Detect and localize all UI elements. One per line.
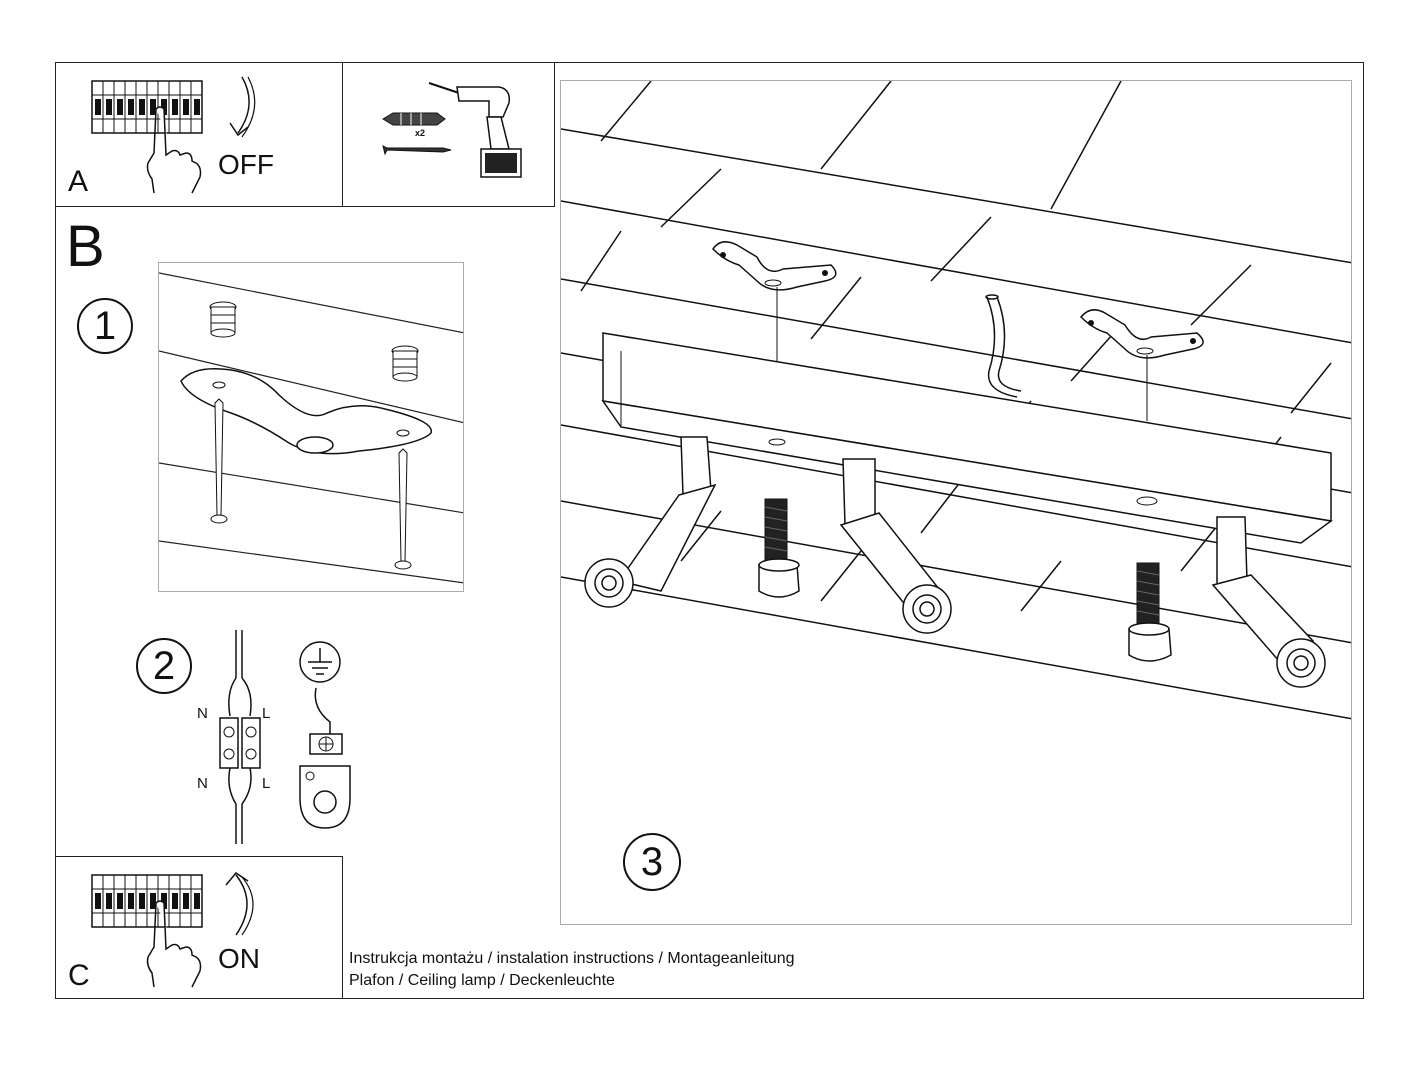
mounting-bracket-icon (180, 368, 432, 455)
cable-icon (985, 294, 1022, 398)
panel-c-letter: C (68, 959, 90, 992)
circuit-breaker-icon (91, 80, 203, 134)
wall-plug-icon (209, 301, 419, 382)
ceiling-lamp-icon (584, 332, 1333, 688)
step-1-number: 1 (77, 298, 133, 354)
panel-a: A OFF (55, 62, 343, 207)
wire-n-top: N (197, 705, 208, 722)
step-2-number: 2 (136, 638, 192, 694)
screw-icon (210, 398, 412, 570)
anchor-count: x2 (415, 128, 426, 138)
on-label: ON (218, 943, 260, 974)
curved-arrow-up-icon (225, 872, 254, 936)
step-3-illustration: 3 (560, 80, 1352, 925)
terminal-block-icon (219, 630, 261, 844)
wire-n-bottom: N (197, 775, 208, 792)
hand-icon (146, 106, 202, 194)
wire-l-top: L (262, 705, 271, 722)
bolt-icon (758, 498, 1172, 662)
earth-ground-icon (299, 641, 341, 683)
circuit-breaker-icon (91, 874, 203, 928)
hand-icon (146, 900, 202, 988)
wall-plug-icon (382, 112, 446, 126)
mounting-bracket-icon (712, 241, 1204, 421)
wire-l-bottom: L (262, 775, 271, 792)
curved-arrow-down-icon (229, 76, 256, 138)
caption-line-1: Instrukcja montażu / instalation instruc… (349, 950, 795, 967)
drill-icon (428, 82, 522, 178)
step-1-illustration (158, 262, 464, 592)
step-3-number: 3 (623, 833, 681, 891)
ground-terminal-icon (299, 687, 351, 829)
panel-b-letter: B (66, 214, 105, 279)
caption-line-2: Plafon / Ceiling lamp / Deckenleuchte (349, 972, 615, 989)
panel-a-letter: A (68, 165, 89, 198)
instruction-sheet-frame (55, 62, 1364, 999)
screw-icon (382, 145, 452, 156)
tools-panel: x2 (342, 62, 555, 207)
panel-c: C ON (55, 856, 343, 999)
off-label: OFF (218, 149, 274, 180)
